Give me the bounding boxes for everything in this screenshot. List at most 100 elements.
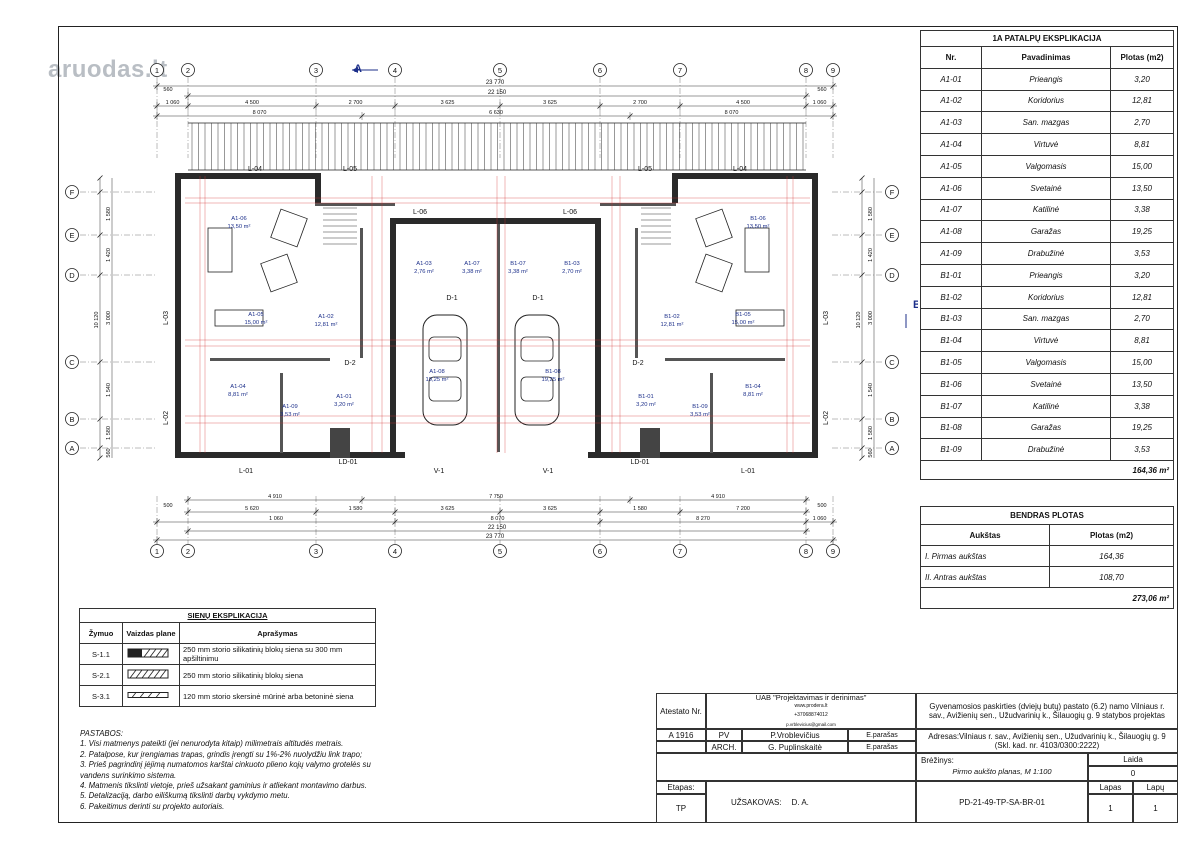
wall-segment (640, 428, 660, 458)
dimension-value: 1 580 (633, 506, 647, 512)
wall-label: L-06 (563, 209, 577, 216)
wall-label: L-05 (343, 166, 357, 173)
dimension-value: 8 070 (253, 110, 267, 116)
room-code: A1-06 (231, 216, 246, 222)
room-area: 3,38 (1110, 198, 1174, 222)
table-row: S-3.1 120 mm storio skersinė mūrinė arba… (79, 685, 376, 707)
room-name: Svetainė (981, 372, 1111, 396)
dimension-value: 560 (817, 87, 826, 93)
room-area: 19,25 m² (542, 377, 565, 383)
dimension-value: 1 580 (106, 426, 112, 440)
note-item: 4. Matmenis tikslinti vietoje, prieš užs… (80, 781, 367, 791)
axis-label: E (69, 231, 74, 240)
table-row: II. Antras aukštas 108,70 (920, 566, 1174, 588)
dimension-value: 23 770 (486, 534, 505, 540)
room-area: 15,00 (1110, 154, 1174, 178)
dimension-value: 1 580 (868, 207, 874, 221)
room-code: A1-01 (920, 67, 982, 91)
room-code: A1-04 (920, 133, 982, 156)
axis-label: 7 (678, 66, 682, 75)
room-area: 3,53 m² (280, 412, 300, 418)
company-phone: +37068874012 (794, 712, 828, 718)
room-code: A1-03 (920, 111, 982, 135)
wall-segment (665, 358, 785, 361)
col-floor-area: Plotas (m2) (1049, 524, 1174, 546)
dimension-value: 1 420 (106, 248, 112, 262)
wall-explication-table: SIENŲ EKSPLIKACIJA Žymuo Vaizdas plane A… (79, 608, 376, 707)
walls (175, 173, 818, 458)
wall-label: V-1 (543, 468, 554, 475)
wall-segment (175, 452, 405, 458)
axis-label: 4 (393, 66, 397, 75)
att-no: A 1916 (656, 729, 706, 741)
room-code: B1-03 (564, 261, 579, 267)
room-area: 8,81 m² (743, 392, 763, 398)
axis-bubble (885, 228, 899, 242)
wall-label: L-02 (163, 411, 170, 425)
axis-bubble (181, 63, 195, 77)
sign-arch: E.parašas (848, 741, 916, 753)
axis-bubble (885, 441, 899, 455)
explication-total: 164,36 m² (920, 460, 1174, 481)
total-area-title: BENDRAS PLOTAS (920, 506, 1174, 524)
room-area: 3,38 m² (508, 269, 528, 275)
room-explication-table: 1A PATALPŲ EKSPLIKACIJA Nr. Pavadinimas … (920, 30, 1174, 481)
dimension-value: 8 270 (696, 516, 710, 522)
axis-bubble (65, 441, 79, 455)
wall-segment (672, 173, 678, 203)
dimension-value: 7 750 (489, 494, 503, 500)
room-code: B1-08 (920, 416, 982, 440)
room-area: 2,70 (1110, 307, 1174, 331)
dimension-value: 10 120 (94, 312, 100, 329)
dimension-value: 22 150 (488, 90, 507, 96)
watermark-text: aruodas.lt (48, 56, 168, 83)
axis-bubble (593, 544, 607, 558)
room-code: A1-07 (920, 198, 982, 222)
wall-desc: 250 mm storio silikatinių blokų siena su… (179, 643, 376, 665)
table-row: S-1.1 250 mm storio silikatinių blokų si… (79, 643, 376, 665)
client-label: UŽSAKOVAS: (731, 797, 782, 807)
lapas-label: Lapas (1088, 781, 1133, 794)
dimension-value: 5 620 (245, 506, 259, 512)
name-pv: P.Vroblevičius (742, 729, 848, 741)
room-name: Drabužinė (981, 438, 1111, 462)
room-area: 3,20 m² (636, 402, 656, 408)
etapas-label: Etapas: (656, 781, 706, 794)
dimension-value: 500 (817, 503, 826, 509)
room-code: A1-08 (920, 220, 982, 244)
room-code: B1-04 (745, 384, 761, 390)
room-name: San. mazgas (981, 307, 1111, 331)
wall-segment (497, 224, 500, 452)
explication-title: 1A PATALPŲ EKSPLIKACIJA (920, 30, 1174, 46)
room-name: Virtuvė (981, 133, 1111, 156)
room-name: Katilinė (981, 394, 1111, 418)
wall-label: L-06 (413, 209, 427, 216)
drawing-name: Pirmo aukšto planas, M 1:100 (952, 767, 1052, 776)
room-area: 15,00 (1110, 351, 1174, 374)
company-web: www.prodera.lt (794, 703, 828, 709)
dimension-value: 4 910 (268, 494, 282, 500)
dimension-value: 1 580 (106, 207, 112, 221)
wall-segment (175, 173, 181, 458)
axis-bubble (885, 268, 899, 282)
sofa-icon (207, 227, 233, 273)
notes: PASTABOS: 1. Visi matmenys pateikti (jei… (80, 729, 400, 812)
axis-bubble (65, 355, 79, 369)
room-area: 8,81 (1110, 329, 1174, 353)
dimension-value: 560 (868, 448, 874, 457)
axis-label: D (69, 271, 75, 280)
axis-bubble (65, 268, 79, 282)
room-area: 12,81 m² (661, 322, 684, 328)
axis-bubble (493, 544, 507, 558)
axis-bubble (826, 544, 840, 558)
axis-label: A (889, 444, 894, 453)
total-area-sum: 273,06 m² (920, 587, 1174, 609)
